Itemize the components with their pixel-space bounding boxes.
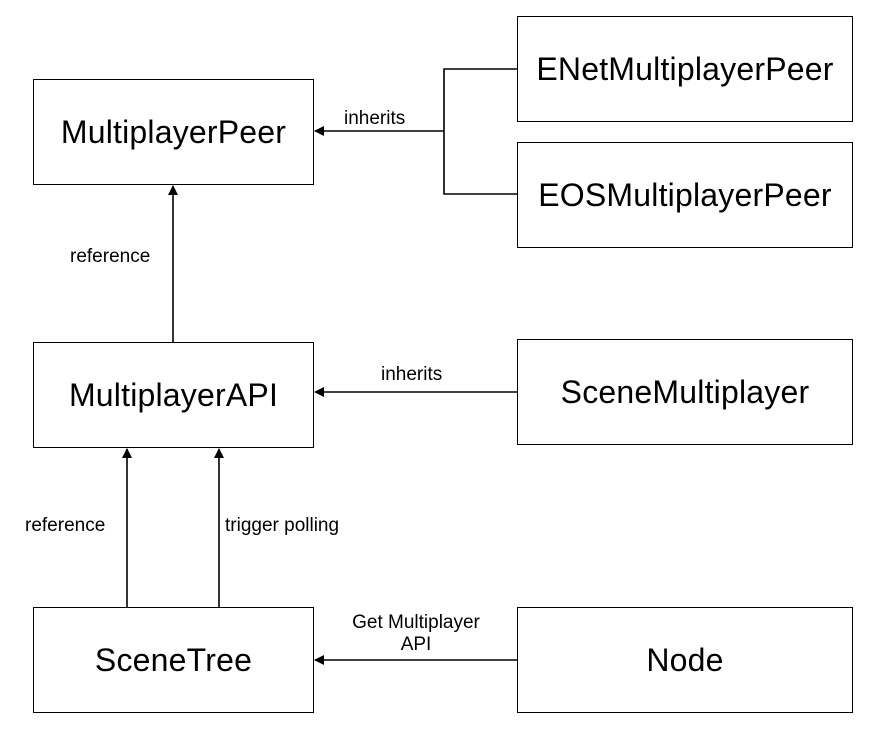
node-node: Node <box>517 607 853 713</box>
tree-reference-api-label: reference <box>25 515 106 536</box>
enet-to-bracket-line <box>443 68 518 195</box>
multiplayer-api-node: MultiplayerAPI <box>33 342 314 448</box>
peers-inherit-label: inherits <box>344 108 406 129</box>
scene-multiplayer-node: SceneMultiplayer <box>517 339 853 445</box>
multiplayer-peer-node: MultiplayerPeer <box>33 79 314 185</box>
eos-multiplayer-peer-node: EOSMultiplayerPeer <box>517 142 853 248</box>
tree-trigger-polling-label: trigger polling <box>225 515 340 536</box>
api-reference-peer-label: reference <box>70 246 151 267</box>
scene-multiplayer-inherits-label: inherits <box>381 364 443 385</box>
scene-tree-node: SceneTree <box>33 607 314 713</box>
node-get-api-label: Get Multiplayer API <box>352 612 480 655</box>
enet-multiplayer-peer-node: ENetMultiplayerPeer <box>517 16 853 122</box>
